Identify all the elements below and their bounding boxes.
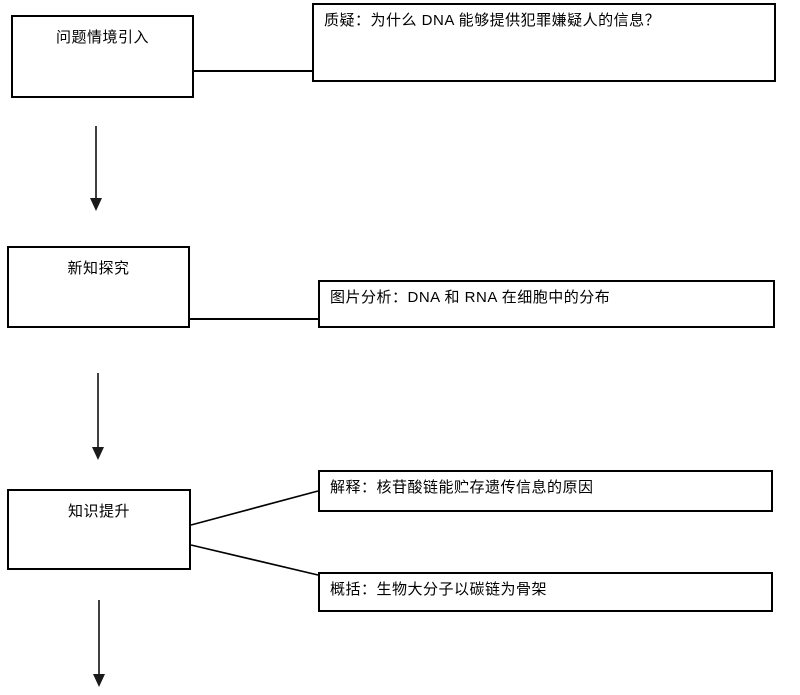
branch-label-summary: 概括：生物大分子以碳链为骨架 (330, 581, 548, 598)
down-arrow-icon-2 (92, 373, 104, 460)
stage-label-problem-intro: 问题情境引入 (55, 29, 149, 46)
branch-box-explanation: 解释：核苷酸链能贮存遗传信息的原因 (318, 470, 773, 512)
stage-box-problem-intro: 问题情境引入 (11, 15, 194, 98)
branch-box-summary: 概括：生物大分子以碳链为骨架 (318, 572, 773, 612)
down-arrow-icon-3 (93, 600, 105, 687)
stage-box-new-knowledge: 新知探究 (7, 246, 190, 328)
branch-box-image-analysis: 图片分析：DNA 和 RNA 在细胞中的分布 (318, 280, 775, 328)
branch-label-question: 质疑：为什么 DNA 能够提供犯罪嫌疑人的信息？ (324, 12, 661, 29)
stage-box-knowledge-improve: 知识提升 (7, 489, 191, 570)
stage-label-knowledge-improve: 知识提升 (67, 503, 130, 520)
stage-label-new-knowledge: 新知探究 (67, 260, 130, 277)
connector-line-stage3-branch-upper (190, 490, 319, 526)
branch-box-question: 质疑：为什么 DNA 能够提供犯罪嫌疑人的信息？ (312, 3, 776, 82)
connector-line-stage3-branch-lower (190, 544, 319, 576)
branch-label-explanation: 解释：核苷酸链能贮存遗传信息的原因 (330, 479, 594, 496)
down-arrow-icon-1 (90, 126, 102, 211)
branch-label-image-analysis: 图片分析：DNA 和 RNA 在细胞中的分布 (330, 289, 611, 306)
